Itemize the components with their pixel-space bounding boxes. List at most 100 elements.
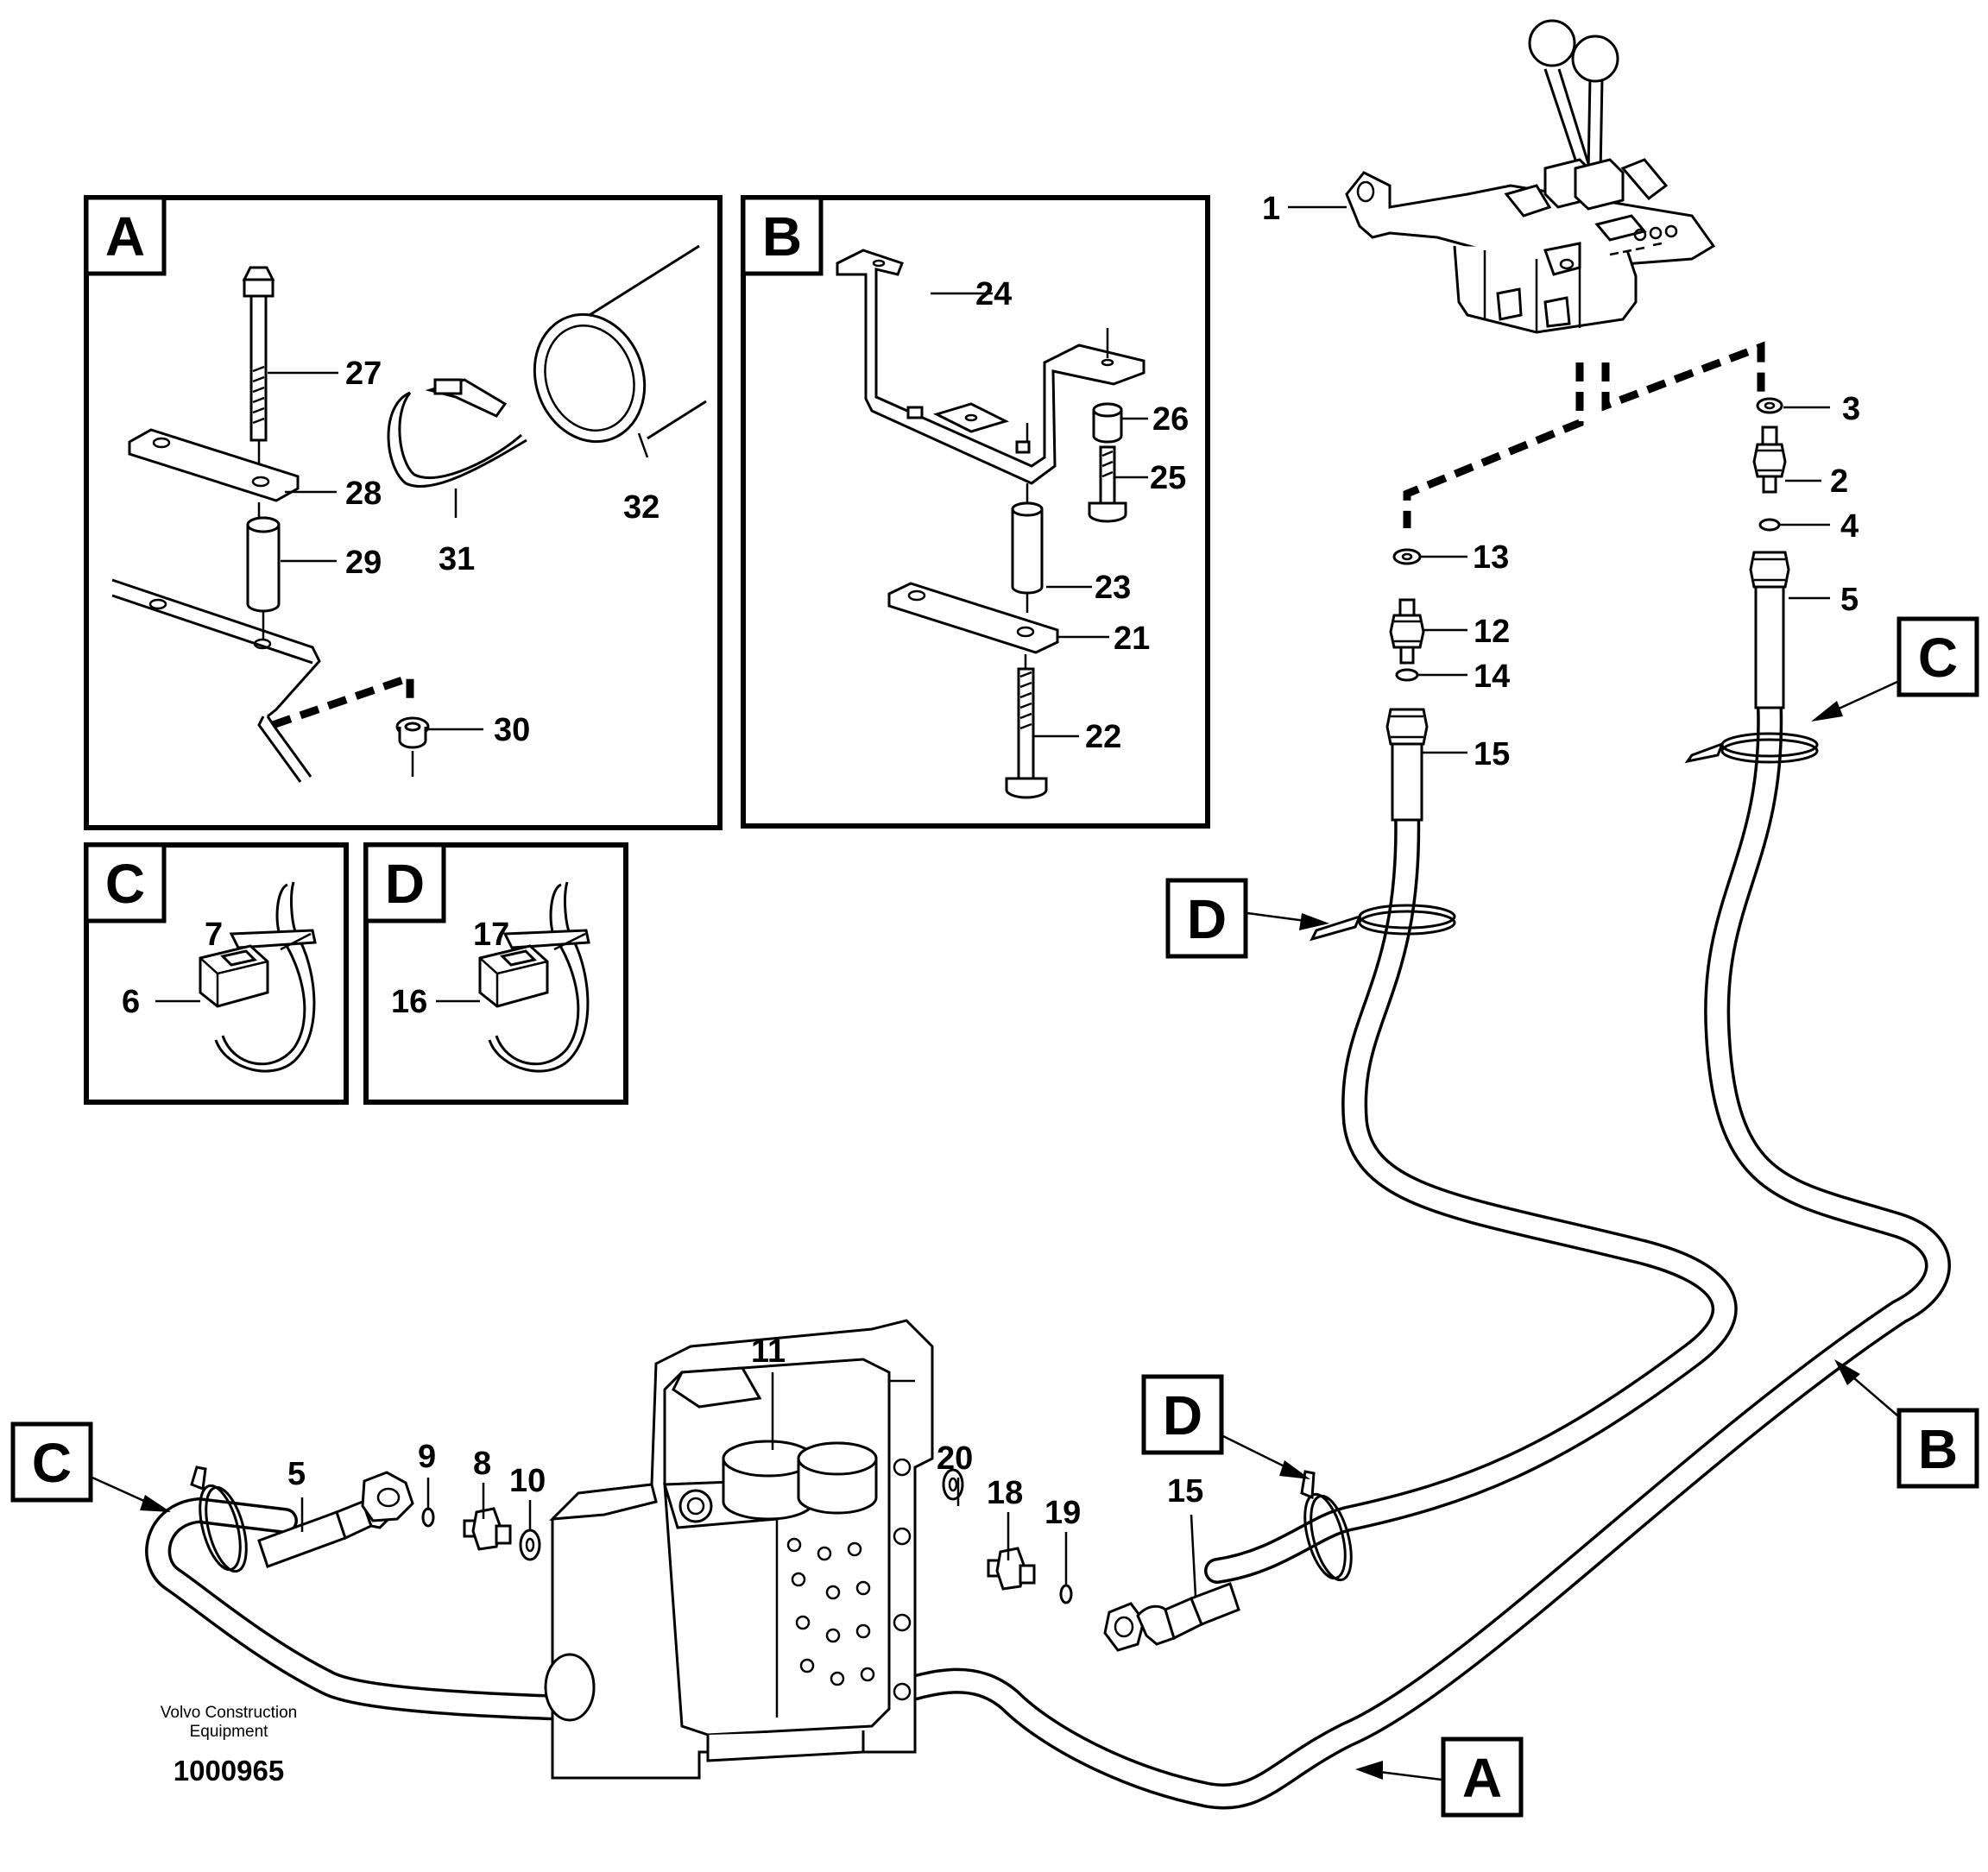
callout-21: 21	[1114, 621, 1150, 657]
hose-routing-a	[1204, 798, 1738, 1584]
hose-routing-b	[145, 695, 1951, 1810]
panel-b-label: B	[762, 205, 802, 268]
oring-14-drawing	[1395, 668, 1419, 682]
callout-13: 13	[1473, 539, 1509, 576]
svg-text:C: C	[32, 1432, 72, 1494]
bracket-24-drawing	[836, 249, 1145, 505]
callout-19: 19	[1044, 1495, 1081, 1531]
hose-end-15-drawing	[1385, 708, 1429, 822]
callout-27: 27	[345, 356, 382, 392]
document-number: 1000965	[174, 1755, 284, 1787]
callout-12: 12	[1474, 614, 1510, 650]
tube-32-drawing	[533, 244, 707, 458]
cable-tie-c-lower	[190, 1465, 248, 1573]
oring-19-drawing	[1059, 1584, 1073, 1604]
washer-13-drawing	[1392, 548, 1422, 565]
cable-tie-d-upper	[1310, 904, 1456, 942]
callout-5: 5	[1840, 582, 1859, 618]
panel-d-label: D	[385, 853, 425, 915]
hose-end-15-lower-drawing	[1103, 1582, 1240, 1652]
union-18-drawing	[987, 1547, 1036, 1591]
callout-1: 1	[1262, 191, 1280, 227]
callout-30: 30	[494, 712, 530, 748]
view-tag-d-right: D	[1165, 878, 1329, 959]
view-tag-d-lower: D	[1141, 1374, 1310, 1479]
svg-text:D: D	[1187, 888, 1227, 950]
control-valve-11-drawing	[544, 1319, 934, 1780]
callout-16: 16	[391, 984, 427, 1020]
callout-5-lower: 5	[287, 1456, 306, 1492]
callout-10: 10	[509, 1463, 546, 1499]
bolt-22-drawing	[1005, 667, 1048, 799]
callout-15-lower: 15	[1167, 1473, 1203, 1510]
view-tag-b: B	[1834, 1359, 1979, 1489]
hose-end-5-drawing	[1749, 551, 1790, 709]
svg-text:A: A	[1462, 1747, 1502, 1809]
pilot-line-right	[1601, 341, 1765, 412]
plate-21-drawing	[887, 582, 1059, 654]
callout-leaders	[155, 205, 1830, 1598]
callout-26: 26	[1152, 401, 1189, 438]
callout-15: 15	[1474, 736, 1510, 772]
spacer-23-drawing	[1011, 501, 1044, 613]
frame-sheet-drawing	[111, 578, 321, 783]
union-8-drawing	[463, 1507, 512, 1551]
svg-text:B: B	[1918, 1418, 1958, 1480]
callout-24: 24	[975, 276, 1012, 312]
washer-3-drawing	[1756, 397, 1783, 414]
spacer-29-drawing	[246, 516, 281, 639]
pilot-line-left	[1403, 362, 1584, 528]
callout-29: 29	[345, 545, 382, 581]
control-lever-assembly-drawing	[1345, 19, 1716, 334]
union-12-drawing	[1389, 598, 1425, 665]
callout-20: 20	[937, 1440, 973, 1477]
bolt-25-drawing	[1088, 445, 1127, 523]
washer-10-drawing	[519, 1528, 541, 1561]
hose-end-5-lower-drawing	[257, 1471, 414, 1568]
callout-numbers: 1 2 3 4 5 6 7 8 9 10 11 12 13 14 15 16 1…	[122, 191, 1860, 1531]
detail-panel-b: B	[741, 195, 1210, 829]
detail-panel-a: A	[84, 195, 723, 830]
callout-31: 31	[439, 541, 475, 577]
svg-text:D: D	[1163, 1384, 1202, 1447]
callout-4: 4	[1840, 508, 1859, 545]
callout-3: 3	[1842, 391, 1860, 427]
svg-text:C: C	[1918, 627, 1958, 689]
panel-c-label: C	[105, 853, 145, 915]
cable-tie-d-lower	[1300, 1470, 1353, 1582]
view-tag-a: A	[1355, 1736, 1524, 1818]
nut-30-drawing	[395, 716, 430, 777]
panel-a-label: A	[105, 205, 145, 268]
callout-28: 28	[345, 476, 382, 512]
detail-panel-c: C	[84, 842, 349, 1105]
callout-22: 22	[1085, 719, 1121, 755]
spacer-26-drawing	[1092, 402, 1123, 444]
callout-32: 32	[623, 489, 660, 526]
callout-6: 6	[122, 984, 140, 1020]
holder-6-drawing	[199, 944, 269, 1008]
publisher-line-1: Volvo Construction	[161, 1704, 297, 1722]
clamp-31-drawing	[387, 378, 527, 518]
oring-4-drawing	[1758, 518, 1781, 532]
union-2-drawing	[1752, 425, 1787, 494]
plate-28-drawing	[128, 428, 300, 502]
callout-2: 2	[1830, 463, 1848, 500]
view-tag-c-right: C	[1811, 616, 1979, 722]
callout-7: 7	[205, 917, 223, 953]
callout-17: 17	[473, 917, 509, 953]
callout-25: 25	[1150, 460, 1186, 496]
publisher-line-2: Equipment	[190, 1723, 269, 1741]
oring-9-drawing	[421, 1507, 435, 1528]
callout-18: 18	[987, 1475, 1023, 1511]
callout-8: 8	[473, 1446, 491, 1482]
detail-panel-d: D	[363, 842, 628, 1105]
callout-14: 14	[1474, 659, 1510, 695]
bolt-27-drawing	[242, 266, 275, 470]
view-tag-c-lower: C	[10, 1421, 171, 1512]
callout-11: 11	[751, 1333, 786, 1370]
cable-tie-c-upper	[1684, 732, 1819, 764]
publisher-credit: Volvo Construction Equipment 1000965	[161, 1704, 297, 1787]
callout-23: 23	[1095, 570, 1131, 606]
